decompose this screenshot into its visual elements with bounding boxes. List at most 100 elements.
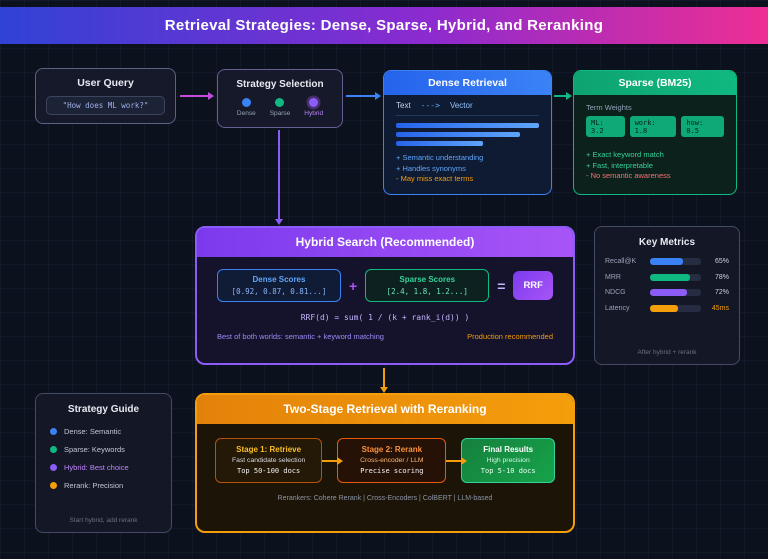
guide-footnote: Start hybrid, add rerank [69, 517, 138, 524]
arrow-strategy-to-dense [346, 92, 381, 100]
strategy-options: Dense Sparse Hybrid [218, 98, 342, 117]
metric-row-recall: Recall@K 65% [605, 258, 729, 265]
dense-scores-box: Dense Scores [0.92, 0.87, 0.81...] [217, 269, 341, 302]
guide-item-dense: Dense: Semantic [50, 427, 171, 436]
option-dense-label: Dense [236, 110, 256, 117]
sparse-con: - No semantic awareness [586, 171, 671, 180]
stage2-line2: Precise scoring [360, 467, 424, 475]
arrow-strategy-to-hybrid [275, 130, 283, 225]
key-metrics-panel: Key Metrics Recall@K 65% MRR 78% NDCG 72… [594, 226, 740, 365]
option-dense: Dense [237, 98, 256, 117]
text-to-vector-row: Text ---> Vector [396, 101, 539, 116]
metric-bar-track [650, 273, 701, 281]
hybrid-footnotes: Best of both worlds: semantic + keyword … [217, 332, 553, 341]
dense-legend-dot-icon [50, 428, 57, 435]
dense-scores-values: [0.92, 0.87, 0.81...] [231, 287, 327, 296]
metric-row-mrr: MRR 78% [605, 273, 729, 281]
term-weight-chip: how: 0.5 [681, 116, 724, 137]
term-weight-chips: ML: 3.2 work: 1.8 how: 0.5 [586, 116, 724, 137]
plus-operator: + [349, 277, 358, 294]
production-note: Production recommended [467, 332, 553, 341]
embedding-bar [396, 141, 484, 146]
metric-value: 78% [714, 273, 729, 281]
guide-item-hybrid: Hybrid: Best choice [50, 463, 171, 472]
metric-label: Recall@K [605, 258, 637, 265]
option-hybrid: Hybrid [304, 98, 323, 117]
hybrid-search-title: Hybrid Search (Recommended) [197, 228, 573, 257]
metric-bar-fill [650, 304, 679, 312]
rerank-legend-dot-icon [50, 482, 57, 489]
arrow-hybrid-to-twostage [380, 368, 388, 393]
user-query-title: User Query [77, 77, 134, 89]
option-sparse: Sparse [269, 98, 291, 117]
stage2-rerank-box: Stage 2: Rerank Cross-encoder / LLM Prec… [337, 438, 447, 483]
dense-pro: + Handles synonyms [396, 163, 466, 173]
metric-bar-fill [650, 273, 690, 281]
stage1-line2: Top 50-100 docs [237, 467, 301, 475]
stage2-title: Stage 2: Rerank [361, 445, 423, 454]
metric-value: 45ms [711, 304, 729, 312]
metric-row-ndcg: NDCG 72% [605, 289, 729, 296]
key-metrics-title: Key Metrics [638, 237, 696, 248]
strategy-selection-node: Strategy Selection Dense Sparse Hybrid [217, 69, 343, 128]
dense-pro: + Semantic understanding [396, 153, 484, 162]
stage2-line1: Cross-encoder / LLM [360, 457, 424, 464]
sparse-pro: + Exact keyword match [586, 150, 664, 159]
metric-bar-track [650, 289, 701, 296]
arrow-stage2-to-final [446, 456, 468, 465]
arrow-query-to-strategy [180, 92, 214, 100]
final-results-line1: High precision [486, 457, 530, 464]
sparse-pro: + Fast, interpretable [586, 160, 653, 170]
metric-value: 72% [714, 289, 729, 296]
dense-retrieval-title: Dense Retrieval [384, 71, 551, 95]
guide-item-label: Dense: Semantic [64, 427, 122, 436]
sparse-scores-label: Sparse Scores [399, 275, 456, 284]
metric-bar-track [650, 258, 701, 265]
term-weight-chip: ML: 3.2 [586, 116, 625, 137]
metric-rows: Recall@K 65% MRR 78% NDCG 72% Latency 45… [605, 258, 729, 312]
term-weights-label: Term Weights [586, 103, 632, 112]
transform-arrow: ---> [420, 101, 440, 110]
metric-label: NDCG [605, 289, 626, 296]
sparse-notes: + Exact keyword match + Fast, interpreta… [586, 150, 724, 182]
two-stage-title: Two-Stage Retrieval with Reranking [197, 395, 573, 424]
option-sparse-label: Sparse [269, 110, 291, 117]
strategy-guide-items: Dense: Semantic Sparse: Keywords Hybrid:… [50, 427, 171, 490]
user-query-node: User Query "How does ML work?" [35, 68, 176, 124]
sparse-scores-values: [2.4, 1.8, 1.2...] [386, 287, 468, 296]
metric-row-latency: Latency 45ms [605, 304, 729, 312]
equals-operator: = [497, 277, 506, 294]
embedding-bars [396, 123, 539, 146]
guide-item-label: Rerank: Precision [64, 481, 124, 490]
final-results-title: Final Results [483, 445, 534, 454]
option-hybrid-label: Hybrid [304, 110, 324, 117]
arrow-dense-to-sparse [554, 92, 572, 100]
metrics-footnote: After hybrid + rerank [637, 349, 697, 356]
strategy-guide-title: Strategy Guide [67, 404, 140, 415]
sparse-scores-box: Sparse Scores [2.4, 1.8, 1.2...] [365, 269, 490, 302]
transform-output-label: Vector [449, 101, 473, 110]
rrf-formula: RRF(d) = sum( 1 / (k + rank_i(d)) ) [300, 313, 470, 322]
metric-bar-fill [650, 289, 687, 296]
final-results-line2: Top 5-10 docs [480, 467, 536, 475]
guide-item-sparse: Sparse: Keywords [50, 445, 171, 454]
dense-scores-label: Dense Scores [252, 275, 306, 284]
rrf-badge: RRF [513, 271, 553, 300]
embedding-bar [396, 132, 521, 137]
sparse-retrieval-title: Sparse (BM25) [574, 71, 736, 95]
stage-flow-row: Stage 1: Retrieve Fast candidate selecti… [215, 438, 555, 483]
hybrid-benefit-note: Best of both worlds: semantic + keyword … [217, 332, 384, 341]
hybrid-search-node: Hybrid Search (Recommended) Dense Scores… [195, 226, 575, 365]
page-title: Retrieval Strategies: Dense, Sparse, Hyb… [0, 7, 768, 44]
strategy-selection-title: Strategy Selection [236, 79, 324, 90]
two-stage-node: Two-Stage Retrieval with Reranking Stage… [195, 393, 575, 533]
user-query-text: "How does ML work?" [46, 96, 165, 115]
hybrid-dot-icon [309, 98, 319, 107]
score-fusion-row: Dense Scores [0.92, 0.87, 0.81...] + Spa… [217, 269, 553, 302]
guide-item-rerank: Rerank: Precision [50, 481, 171, 490]
metric-bar-track [650, 304, 701, 312]
metric-label: Latency [605, 304, 630, 312]
dense-dot-icon [241, 98, 251, 107]
guide-item-label: Sparse: Keywords [64, 445, 125, 454]
